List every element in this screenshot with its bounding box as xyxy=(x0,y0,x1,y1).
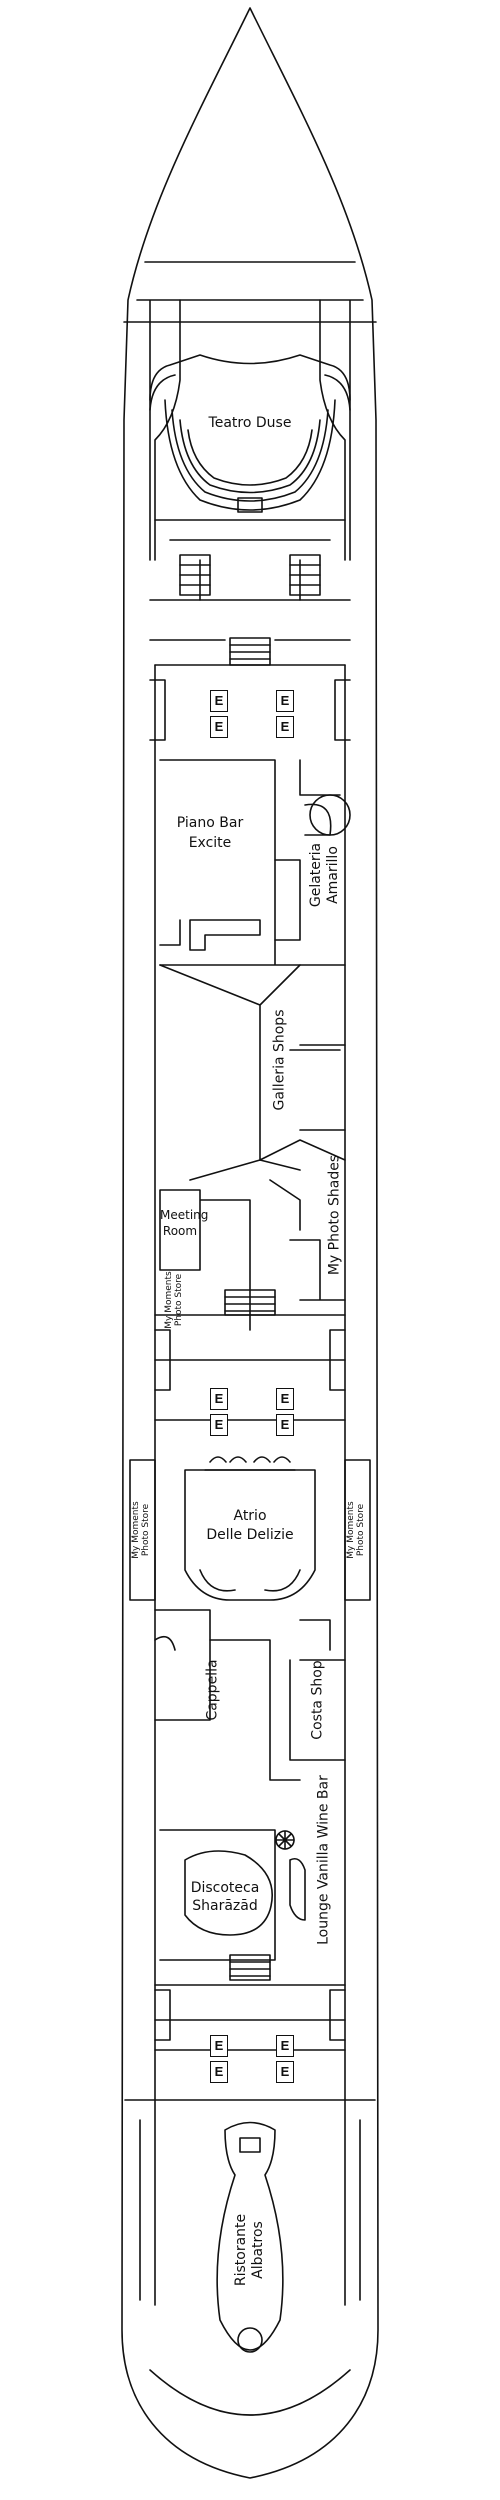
label-ristorante-albatros[interactable]: Albatros xyxy=(250,2221,266,2279)
elevator-icon-aft-3: E xyxy=(276,2035,294,2057)
elevator-icon-fwd-2: E xyxy=(210,716,228,738)
piano-bar-room xyxy=(159,759,346,966)
theatre-block xyxy=(149,299,351,601)
elevator-icon-mid-2: E xyxy=(210,1414,228,1436)
label-my-photo-shades[interactable]: My Photo Shades xyxy=(326,1154,343,1276)
label-discoteca-sharazad[interactable]: Sharāzād xyxy=(192,1898,258,1914)
forward-stairs xyxy=(149,554,351,741)
discoteca-room xyxy=(159,1829,276,1961)
elevator-icon-aft-1: E xyxy=(210,2035,228,2057)
label-piano-bar-excite[interactable]: Excite xyxy=(188,835,232,851)
meeting-room xyxy=(159,1189,251,1331)
elevator-icon-aft-4: E xyxy=(276,2061,294,2083)
bow-inner xyxy=(136,299,364,561)
lounge-bar xyxy=(289,1857,306,1921)
label-atrio[interactable]: Atrio xyxy=(233,1508,267,1524)
label-ristorante[interactable]: Ristorante xyxy=(233,2213,250,2287)
label-photo-store-b-2[interactable]: Photo Store xyxy=(141,1503,151,1557)
elevator-icon-mid-1: E xyxy=(210,1388,228,1410)
elevator-icon-fwd-1: E xyxy=(210,690,228,712)
hull-outline xyxy=(121,7,379,2479)
label-galleria-shops[interactable]: Galleria Shops xyxy=(271,1009,288,1111)
elevator-icon-fwd-3: E xyxy=(276,690,294,712)
label-discoteca[interactable]: Discoteca xyxy=(190,1880,260,1896)
label-costa-shop[interactable]: Costa Shop xyxy=(309,1660,326,1740)
elevator-icon-aft-2: E xyxy=(210,2061,228,2083)
elevator-icon-mid-4: E xyxy=(276,1414,294,1436)
mid-stairs xyxy=(154,1289,346,1421)
label-piano-bar[interactable]: Piano Bar xyxy=(176,815,244,831)
label-lounge-vanilla-wine-bar[interactable]: Lounge Vanilla Wine Bar xyxy=(315,1775,332,1945)
label-cappella[interactable]: Cappella xyxy=(204,1659,221,1721)
label-photo-store-a-2[interactable]: Photo Store xyxy=(174,1273,184,1327)
costa-shop xyxy=(299,1619,331,1651)
atrio-delizie xyxy=(184,1469,316,1601)
label-atrio-delle-delizie[interactable]: Delle Delizie xyxy=(206,1527,294,1543)
label-teatro-duse[interactable]: Teatro Duse xyxy=(208,415,292,431)
label-meeting-room[interactable]: Meeting xyxy=(160,1208,209,1222)
galleria-room xyxy=(159,964,346,1161)
ristorante-room xyxy=(124,2099,376,2301)
aft-stairs xyxy=(154,1954,346,2051)
label-gelateria[interactable]: Gelateria xyxy=(308,842,325,908)
label-meeting-room-2[interactable]: Room xyxy=(162,1224,198,1238)
label-gelateria-amarillo[interactable]: Amarillo xyxy=(325,846,341,904)
gelateria-counter xyxy=(274,859,301,941)
elevator-icon-fwd-4: E xyxy=(276,716,294,738)
elevator-icon-mid-3: E xyxy=(276,1388,294,1410)
label-photo-store-c-2[interactable]: Photo Store xyxy=(356,1503,366,1557)
cappella-room xyxy=(154,1609,211,1721)
